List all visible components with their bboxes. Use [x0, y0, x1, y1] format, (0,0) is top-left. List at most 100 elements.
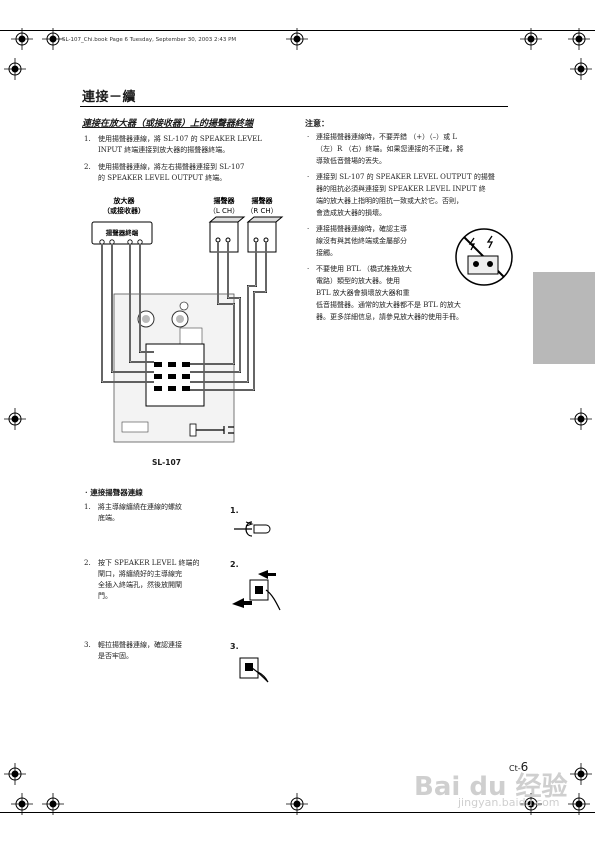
registration-mark-icon [4, 763, 26, 785]
registration-mark-icon [570, 763, 592, 785]
step-number: 2. [84, 559, 91, 567]
figure-number: 2. [230, 560, 239, 569]
registration-mark-icon [11, 793, 33, 815]
note-line: 接觸。 [316, 249, 337, 257]
note-bullet: · [307, 225, 310, 233]
registration-mark-icon [42, 28, 64, 50]
watermark-url: jingyan.baidu.com [458, 796, 560, 809]
speaker-left-sublabel: （L CH） [209, 207, 239, 215]
note-item: · 不要使用 BTL （橋式推挽放大 電路）類型的放大器。使用 BTL 放大器會… [307, 263, 516, 323]
power-plug-icon [194, 426, 234, 434]
step-line: INPUT 終端連接到放大器的揚聲器終端。 [98, 146, 230, 154]
note-item: · 連接到 SL-107 的 SPEAKER LEVEL OUTPUT 的揚聲 … [307, 171, 516, 219]
note-line: 器。更多詳細信息，請參見放大器的使用手冊。 [316, 313, 463, 321]
amp-terminal-box [91, 221, 153, 245]
amp-sublabel: （或接收器） [103, 206, 145, 215]
chapter-title: 連接－續 [82, 90, 137, 105]
chapter-rule [80, 106, 508, 108]
step-item: 2. 使用揚聲器連線，將左右揚聲器連接到 SL-107 的 SPEAKER LE… [84, 162, 294, 184]
step-text: 輕拉揚聲器連線，確認連接 是否牢固。 [98, 640, 182, 662]
registration-mark-icon [4, 58, 26, 80]
step-number: 2. [84, 163, 91, 171]
note-bullet: · [307, 133, 310, 141]
note-line: 連接到 SL-107 的 SPEAKER LEVEL OUTPUT 的揚聲 [316, 173, 495, 181]
registration-mark-icon [4, 408, 26, 430]
amp-label: 放大器 [113, 196, 136, 205]
note-line: 器的阻抗必須與連接到 SPEAKER LEVEL INPUT 終 [316, 185, 486, 193]
short-circuit-warning-icon [455, 228, 513, 286]
speaker-right-sublabel: （R CH） [246, 207, 277, 215]
note-item: · 連接揚聲器連線時，不要弄錯 （+）（–）或 L （左）R （右）終端。如果您… [307, 131, 516, 167]
registration-mark-icon [568, 28, 590, 50]
note-line: 會造成放大器的損壞。 [316, 209, 386, 217]
chapter-side-tab [533, 272, 595, 364]
sub-heading-bullet: · [85, 488, 91, 497]
notes-title: 注意： [305, 118, 329, 128]
press-terminal-icon [232, 570, 281, 611]
amp-terminal-label: 揚聲器終端 [106, 228, 139, 237]
watermark: Bai du 经验 jingyan.baidu.com [414, 766, 584, 814]
step-text: 使用揚聲器連線，將左右揚聲器連接到 SL-107 的 SPEAKER LEVEL… [98, 162, 244, 184]
note-line: 連接揚聲器連線時，確認主導 [316, 225, 407, 233]
note-item: · 連接揚聲器連線時，確認主導 線沒有與其他終端或金屬部分 接觸。 [307, 223, 446, 259]
step-item: 1. 使用揚聲器連線，將 SL-107 的 SPEAKER LEVEL INPU… [84, 134, 294, 156]
registration-mark-icon [520, 793, 542, 815]
note-line: 端的放大器上指明的阻抗一致或大於它。否則， [316, 197, 463, 205]
figure-number: 1. [230, 506, 239, 515]
note-line: 不要使用 BTL （橋式推挽放大 [316, 265, 412, 273]
step-line: 門。 [98, 592, 112, 600]
step-item: 1. 將主導線纏繞在連線的螺紋 底端。 [84, 502, 214, 526]
registration-mark-icon [570, 408, 592, 430]
page-number: Ct-6 [509, 760, 528, 774]
step-line: 按下 SPEAKER LEVEL 終端的 [98, 559, 200, 567]
note-bullet: · [307, 265, 310, 273]
note-line: 連接揚聲器連線時，不要弄錯 （+）（–）或 L [316, 133, 457, 141]
step-line: 全插入終端孔，然後放開閘 [98, 581, 182, 589]
wiring-diagram: 放大器 （或接收器） 揚聲器 （L CH） 揚聲器 （R CH） 揚聲器終端 [91, 196, 284, 443]
diagram-caption: SL-107 [152, 458, 181, 467]
step-line: 底端。 [98, 514, 119, 522]
registration-mark-icon [568, 793, 590, 815]
step-text: 將主導線纏繞在連線的螺紋 底端。 [98, 502, 182, 524]
sub-heading: · 連接揚聲器連線 [85, 487, 143, 498]
note-line: 導致低音聲場的丟失。 [316, 157, 386, 165]
twist-wire-icon [234, 521, 271, 537]
crop-line [0, 30, 595, 31]
note-line: 線沒有與其他終端或金屬部分 [316, 237, 407, 245]
step-line: 閘口，將纏繞好的主導線完 [98, 570, 182, 578]
step-number: 1. [84, 135, 91, 143]
section-heading: 連接在放大器（或接收器）上的揚聲器終端 [82, 119, 254, 129]
step-line: 輕拉揚聲器連線，確認連接 [98, 641, 182, 649]
note-line: BTL 放大器會損壞放大器和重 [316, 289, 410, 297]
watermark-logo-text: Bai du 经验 [414, 772, 568, 802]
step-number: 1. [84, 503, 91, 511]
page-number-prefix: Ct- [509, 764, 521, 773]
step-line: 將主導線纏繞在連線的螺紋 [98, 503, 182, 511]
registration-mark-icon [11, 28, 33, 50]
crop-line [0, 812, 595, 813]
note-line: 電路）類型的放大器。使用 [316, 277, 400, 285]
step-line: 的 SPEAKER LEVEL OUTPUT 終端。 [98, 174, 227, 182]
registration-mark-icon [570, 58, 592, 80]
step-line: 使用揚聲器連線，將左右揚聲器連接到 SL-107 [98, 163, 245, 171]
step-item: 3. 輕拉揚聲器連線，確認連接 是否牢固。 [84, 640, 214, 664]
note-bullet: · [307, 173, 310, 181]
speaker-left-icon [209, 221, 239, 253]
page-number-value: 6 [520, 760, 529, 774]
step-line: 使用揚聲器連線，將 SL-107 的 SPEAKER LEVEL [98, 135, 262, 143]
step-text: 使用揚聲器連線，將 SL-107 的 SPEAKER LEVEL INPUT 終… [98, 134, 262, 156]
registration-mark-icon [520, 28, 542, 50]
pull-wire-icon [239, 657, 269, 683]
note-line: 低音揚聲器。通常的放大器都不是 BTL 的放大 [316, 301, 461, 309]
speaker-right-icon [247, 221, 277, 253]
step-text: 按下 SPEAKER LEVEL 終端的 閘口，將纏繞好的主導線完 全插入終端孔… [98, 558, 200, 602]
speaker-left-label: 揚聲器 [214, 196, 236, 205]
registration-mark-icon [42, 793, 64, 815]
sub-heading-text: 連接揚聲器連線 [90, 488, 143, 497]
speaker-right-label: 揚聲器 [252, 196, 274, 205]
figure-number: 3. [230, 642, 239, 651]
registration-mark-icon [286, 28, 308, 50]
print-metadata: SL-107_Chi.book Page 6 Tuesday, Septembe… [62, 37, 237, 43]
note-line: （左）R （右）終端。如果您連接的不正確，將 [316, 145, 464, 153]
step-item: 2. 按下 SPEAKER LEVEL 終端的 閘口，將纏繞好的主導線完 全插入… [84, 558, 214, 604]
